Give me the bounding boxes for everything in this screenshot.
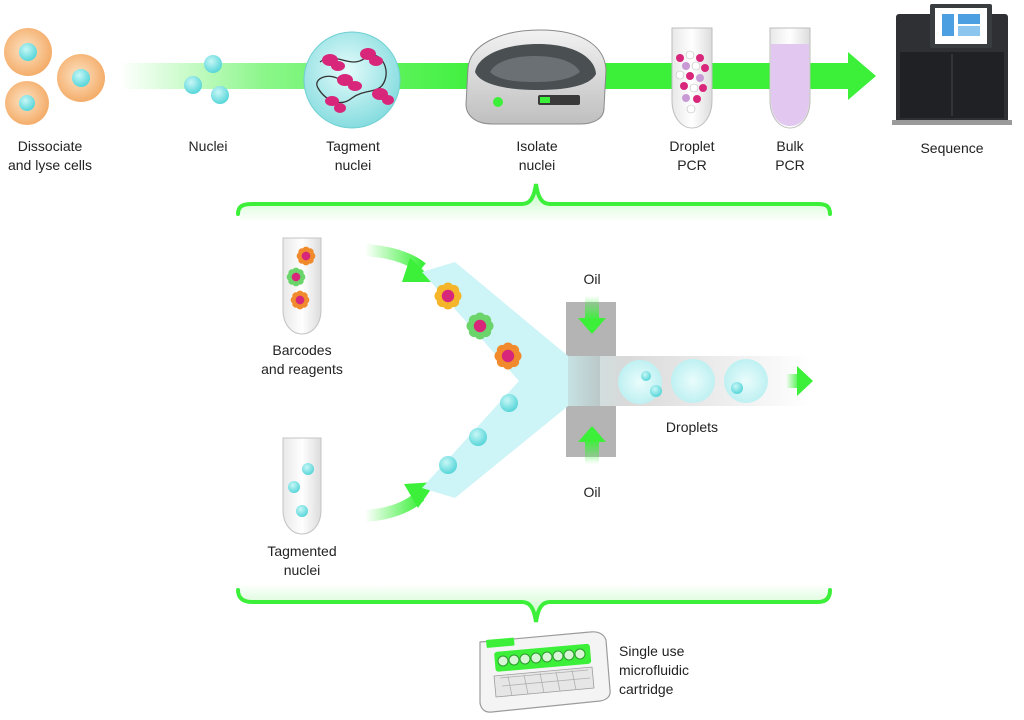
barcodes-label: Barcodes and reagents (246, 341, 358, 379)
sequencer-icon (892, 4, 1012, 125)
droplet-2 (671, 359, 715, 403)
cartridge-line2: microfluidic (619, 662, 690, 678)
step-droplet-pcr-label: Droplet PCR (652, 137, 732, 175)
step-sequence-label: Sequence (906, 139, 998, 158)
barcode-bead (290, 290, 310, 310)
barcodes-inflow-arrow (364, 244, 436, 282)
oil-bottom-arrow (578, 426, 606, 464)
bulk-pcr-tube-icon (769, 27, 811, 129)
droplets-label: Droplets (665, 419, 719, 435)
step-label-line1: Dissociate (17, 138, 83, 154)
barcode-bead (296, 246, 316, 266)
step-label-line2: nuclei (518, 157, 556, 173)
step-tagment-label: Tagment nuclei (308, 137, 398, 175)
bottom-bracket (236, 584, 832, 623)
step-label-line1: Tagment (326, 138, 380, 154)
step-nuclei-label: Nuclei (168, 137, 248, 156)
step-label-line2: and lyse cells (7, 157, 93, 173)
step-label-line2: nuclei (334, 157, 372, 173)
step-label-line2: PCR (775, 157, 805, 173)
oil-top-arrow (578, 296, 606, 334)
cartridge-line1: Single use (619, 643, 685, 659)
tagmented-nucleus-icon (303, 31, 401, 129)
step-dissociate-label: Dissociate and lyse cells (0, 137, 104, 175)
tagmented-line2: nuclei (283, 562, 321, 578)
barcode-bead (434, 282, 462, 310)
droplets-outflow-arrow (786, 366, 813, 396)
barcode-bead (494, 342, 522, 370)
droplet-generator-instrument-icon (465, 29, 607, 125)
step-label-line1: Bulk (776, 138, 804, 154)
droplet-3 (724, 359, 768, 403)
droplet-1 (618, 360, 662, 404)
droplet-pcr-tube-icon (671, 27, 713, 129)
tagmented-nuclei-tube (282, 437, 322, 535)
nuclei-icon (184, 55, 229, 104)
cartridge-line3: cartridge (619, 681, 674, 697)
oil-bottom-label: Oil (583, 484, 601, 500)
top-bracket (236, 183, 832, 222)
cells-icon (4, 28, 105, 125)
step-label-line1: Nuclei (188, 138, 228, 154)
nuclei-beads (439, 394, 518, 474)
oil-top-label: Oil (583, 271, 601, 287)
step-bulk-pcr-label: Bulk PCR (750, 137, 830, 175)
barcode-bead (466, 312, 494, 340)
barcodes-line2: and reagents (261, 361, 343, 377)
step-label-line1: Sequence (920, 140, 984, 156)
step-label-line1: Isolate (516, 138, 558, 154)
tagmented-line1: Tagmented (267, 543, 337, 559)
cartridge-label: Single use microfluidic cartridge (619, 642, 689, 699)
step-label-line1: Droplet (669, 138, 715, 154)
microfluidic-cartridge-icon (479, 631, 611, 713)
tagmented-nuclei-label: Tagmented nuclei (246, 542, 358, 580)
barcode-bead (286, 267, 306, 287)
step-label-line2: PCR (677, 157, 707, 173)
barcodes-line1: Barcodes (272, 342, 332, 358)
step-isolate-label: Isolate nuclei (492, 137, 582, 175)
